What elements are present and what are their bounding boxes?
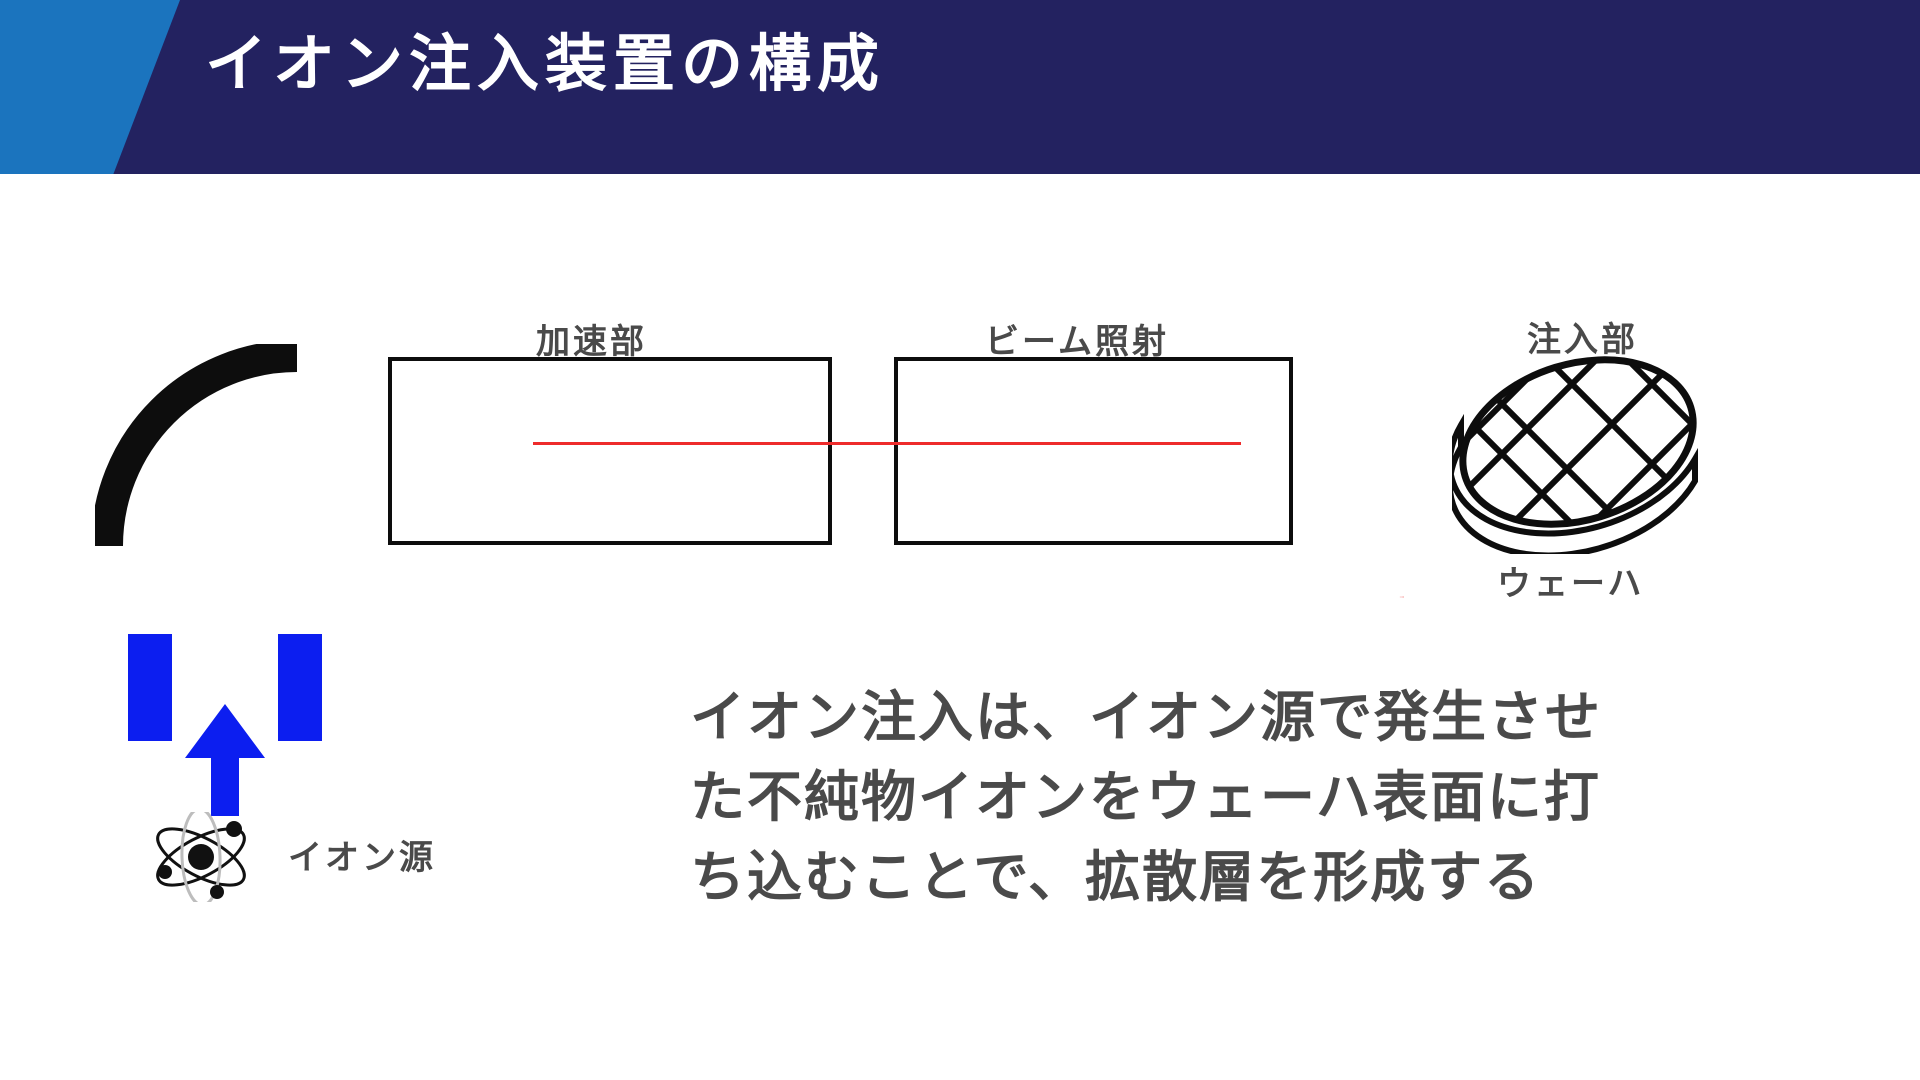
accelerator-chamber: [388, 357, 832, 545]
label-beam-irradiation: ビーム照射: [985, 323, 1169, 361]
label-wafer: ウェーハ: [1497, 565, 1645, 603]
magnet-arc-icon: [95, 344, 298, 547]
beam-irradiation-chamber: [894, 357, 1293, 545]
up-arrow-icon: [185, 704, 265, 816]
slide-header: イオン注入装置の構成: [0, 0, 1920, 174]
source-plate-right: [278, 634, 322, 741]
description-line-1: イオン注入は、イオン源で発生させ: [690, 686, 1603, 748]
label-ion-source: イオン源: [288, 839, 436, 877]
description-line-3: ち込むことで、拡散層を形成する: [690, 845, 1542, 908]
right-arrow-icon: [1399, 596, 1404, 598]
ion-source-graphic: [120, 634, 330, 824]
label-implantation: 注入部: [1527, 321, 1638, 359]
ion-beam-line: [533, 442, 1241, 445]
atom-icon: [156, 812, 246, 902]
label-accelerator: 加速部: [536, 323, 647, 361]
wafer-icon: [1452, 354, 1708, 554]
description-line-2: た不純物イオンをウェーハ表面に打: [690, 765, 1601, 828]
description-paragraph: イオン注入は、イオン源で発生させ た不純物イオンをウェーハ表面に打 ち込むことで…: [690, 678, 1820, 917]
source-plate-left: [128, 634, 172, 741]
page-title: イオン注入装置の構成: [205, 30, 886, 99]
ion-implanter-diagram: 加速部 ビーム照射 注入部: [0, 174, 1920, 1080]
header-accent-shape: [0, 0, 180, 174]
